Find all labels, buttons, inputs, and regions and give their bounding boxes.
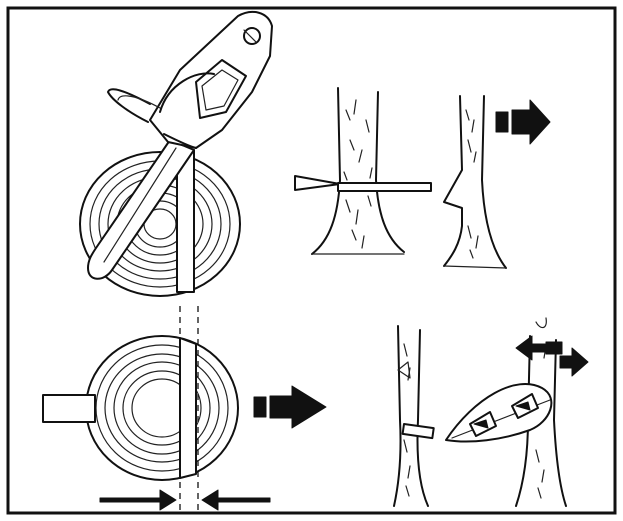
felling-saw-bar	[337, 182, 432, 192]
arrow-right-icon	[99, 489, 177, 511]
log-slab	[179, 337, 197, 479]
notch-cut-felling-panel	[294, 87, 551, 269]
chainsaw-guide-bar	[87, 139, 195, 280]
arrow-left-icon	[201, 489, 271, 511]
log-cross-section-panel	[42, 306, 327, 511]
left-tree-trunk	[393, 325, 435, 507]
wedge-icon	[469, 393, 539, 437]
fall-direction-arrow-icon	[495, 99, 551, 145]
chainsaw-cutting-log-panel	[79, 10, 273, 297]
split-direction-arrow-icon	[515, 335, 589, 377]
chainsaw-icon	[107, 10, 273, 149]
saw-bar-stub	[42, 394, 96, 423]
tree-felling-wedge-panel	[393, 317, 589, 507]
tree-trunk-icon	[294, 87, 432, 255]
notched-trunk	[443, 95, 507, 269]
notch-wedge-left	[294, 175, 341, 191]
push-direction-arrow-icon	[253, 385, 327, 429]
